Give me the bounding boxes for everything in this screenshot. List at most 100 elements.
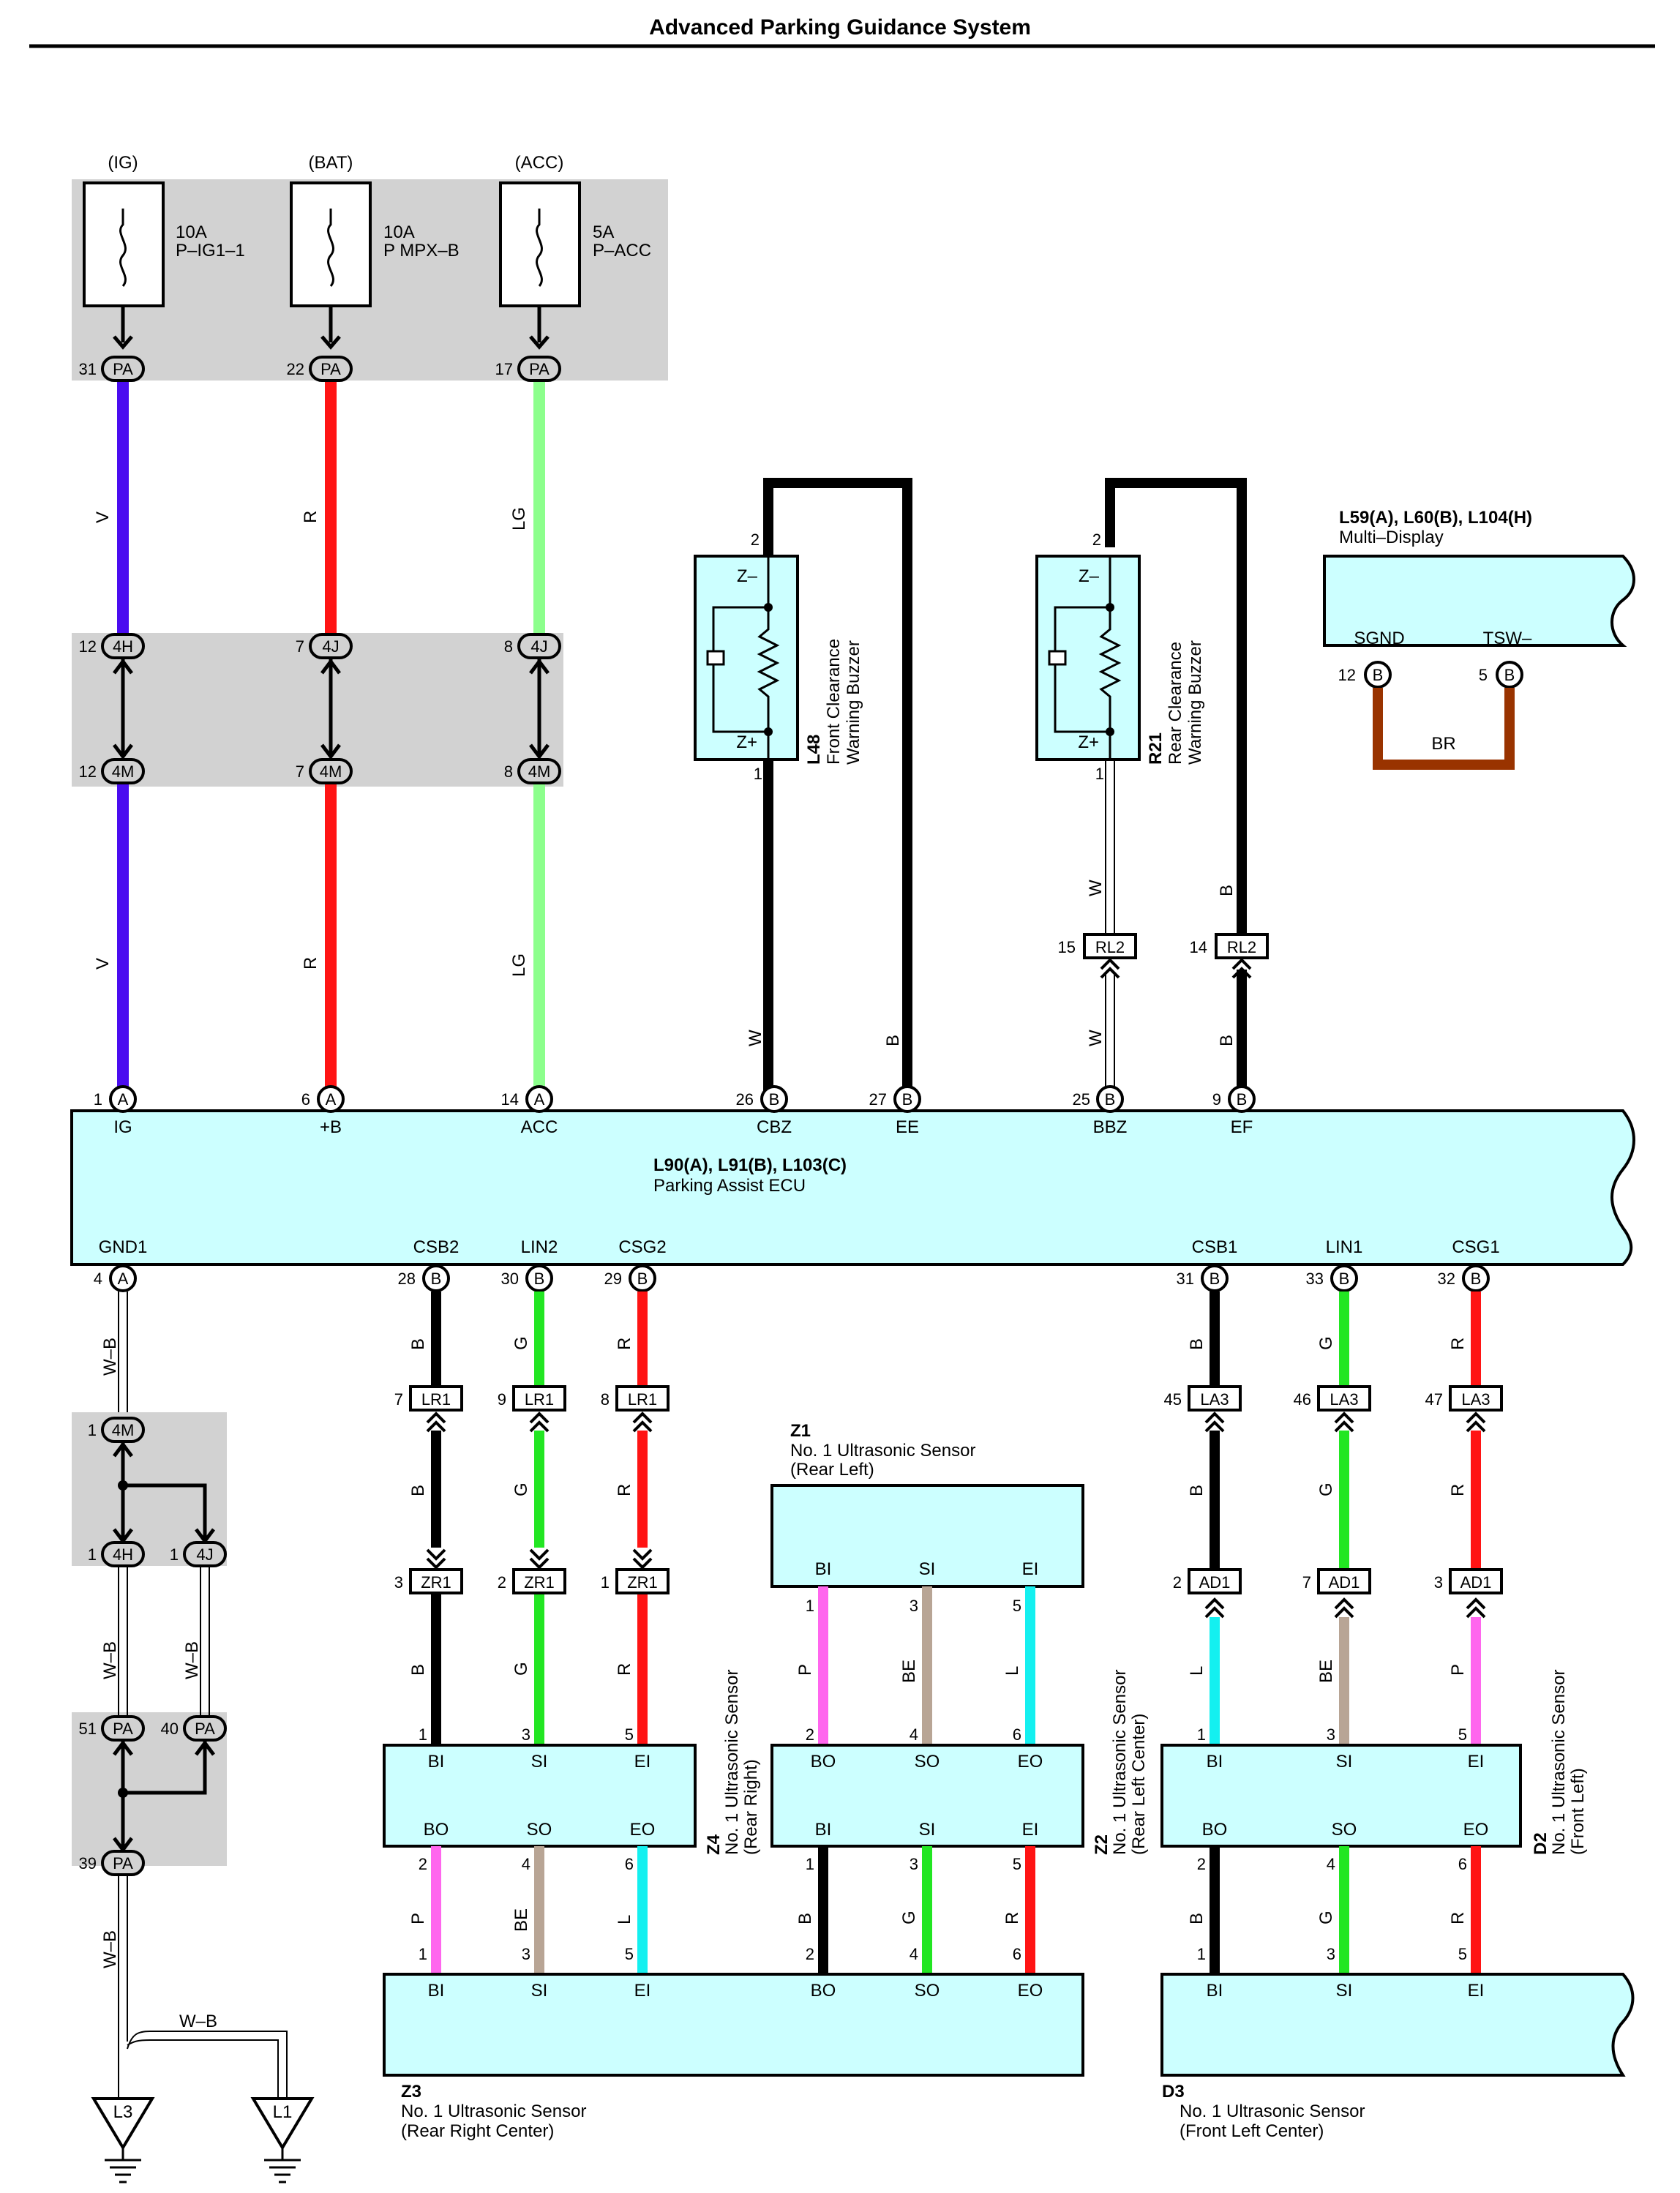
connector-box [1317, 1385, 1371, 1412]
wire-r-d2 [1471, 1846, 1481, 1974]
terminal-label: BO [811, 1752, 836, 1772]
sensor-z4: BI SI EI BO SO EO Z4 No. 1 Ultrasonic Se… [383, 1670, 761, 1855]
connector-circle [109, 1085, 137, 1113]
buzzer-r21: 2 Z– Z+ 1 R21 Rear Clearance Warning Buz… [1035, 531, 1205, 783]
wire-label: G [511, 1662, 531, 1676]
multi-display: L59(A), L60(B), L104(H) Multi–Display SG… [1323, 508, 1635, 770]
ecu-terminal-cbz: 26 B CBZ [736, 1085, 792, 1137]
connector-code: ZR1 [421, 1573, 451, 1592]
ground-id: L3 [113, 2102, 133, 2122]
wire-b-rear-lower [1237, 970, 1247, 1098]
fuse-ig: (IG) 10A P–IG1–1 [83, 153, 245, 307]
chevron-icon [529, 1548, 550, 1570]
wire-label: L [615, 1915, 634, 1924]
connector-box [1215, 933, 1269, 959]
terminal-label: BI [815, 1820, 832, 1840]
connector-pill [101, 1850, 145, 1876]
connector-pill [101, 1541, 145, 1567]
wire-label: L [1002, 1666, 1022, 1676]
node-dot [1106, 727, 1114, 736]
wire-label: R [1448, 1912, 1468, 1924]
connector-code: B [1471, 1270, 1482, 1288]
pin-number: 3 [394, 1573, 403, 1592]
buzzer-terminal: Z+ [736, 732, 757, 752]
wire-label: V [93, 511, 113, 523]
pin-number: 3 [1327, 1945, 1335, 1963]
wire-g-lr1 [534, 1431, 544, 1548]
sensor-box [1160, 1973, 1635, 2077]
wire-label: W [746, 1030, 765, 1046]
ecu-name: Parking Assist ECU [653, 1176, 806, 1196]
terminal-label: BI [428, 1981, 445, 2001]
connector-code: ZR1 [524, 1573, 555, 1592]
wire-be-ad1 [1339, 1617, 1349, 1745]
connector-code: LA3 [1461, 1390, 1490, 1409]
component-id: L48 [804, 735, 824, 765]
connector-pa-17: 17 PA [495, 356, 561, 382]
terminal-label: BBZ [1093, 1117, 1128, 1137]
buzzer-element [1048, 650, 1067, 666]
connector-code: 4H [113, 1545, 133, 1564]
ecu-terminal-lin1: LIN1 33 B [1306, 1237, 1363, 1292]
ground-l1: L1 [250, 2097, 315, 2183]
connector-circle [893, 1085, 921, 1113]
chevron-icon [1204, 1597, 1225, 1619]
pin-number: 2 [806, 1945, 814, 1963]
connector-code: RL2 [1227, 938, 1256, 956]
terminal-label: SO [915, 1981, 940, 2001]
terminal-label: EI [634, 1981, 651, 2001]
wire-b-buzzer-rear [1105, 478, 1247, 940]
pin-number: 2 [1197, 1855, 1206, 1873]
wire-label: P [795, 1664, 815, 1676]
connector-code: 4M [112, 762, 135, 781]
component-name: No. 1 Ultrasonic Sensor [722, 1670, 742, 1855]
pin-number: 6 [1013, 1945, 1021, 1963]
wire-label: W–B [100, 1641, 120, 1679]
connector-code: B [1504, 666, 1515, 684]
terminal-label: LIN1 [1326, 1237, 1363, 1257]
pin-number: 8 [601, 1390, 610, 1409]
pin-number: 26 [736, 1090, 754, 1109]
component-id: Z1 [790, 1421, 811, 1441]
pin-number: 2 [806, 1725, 814, 1744]
connector-pa-51: 51 PA [79, 1715, 145, 1742]
component-name: Warning Buzzer [1185, 640, 1205, 765]
wire-label: W [1086, 1030, 1106, 1046]
pin-number: 4 [1327, 1855, 1335, 1873]
wire-r-1 [325, 379, 337, 642]
connector-pill [309, 758, 353, 784]
terminal-label: SI [1336, 1981, 1353, 2001]
wire-label: BE [899, 1660, 919, 1683]
pin-number: 8 [504, 762, 513, 781]
pin-number: 4 [910, 1725, 918, 1744]
component-name: No. 1 Ultrasonic Sensor [1549, 1670, 1569, 1855]
pin-number: 39 [79, 1854, 97, 1873]
ecu-terminal-acc: 14 A ACC [501, 1085, 558, 1137]
component-name: Warning Buzzer [844, 640, 863, 765]
connector-code: LA3 [1200, 1390, 1229, 1409]
connector-code: AD1 [1199, 1573, 1231, 1592]
terminal-label: SI [919, 1559, 936, 1579]
ecu-terminal-ee: 27 B EE [869, 1085, 921, 1137]
pin-number: 12 [79, 762, 97, 781]
wire-label: B [408, 1338, 428, 1350]
connector-code: 4M [528, 762, 551, 781]
pin-number: 28 [398, 1270, 416, 1288]
wire-l-z4 [637, 1846, 648, 1974]
terminal-label: SGND [1354, 629, 1404, 648]
fuse-acc: (ACC) 5A P–ACC [499, 153, 651, 307]
chevron-icon [632, 1412, 653, 1433]
wire-r-lr1 [637, 1431, 648, 1548]
terminal-label: EO [1463, 1820, 1489, 1840]
pin-number: 3 [1434, 1573, 1443, 1592]
node-dot [764, 727, 773, 736]
pin-number: 14 [501, 1090, 519, 1109]
connector-code: 4J [530, 637, 547, 656]
ecu-terminal-csb1: CSB1 31 B [1177, 1237, 1238, 1292]
fuse-rating: 10A [176, 222, 207, 242]
fuse-icon [327, 209, 334, 287]
terminal-label: CSB1 [1192, 1237, 1238, 1257]
pin-number: 47 [1425, 1390, 1443, 1409]
ground-triangle [250, 2097, 315, 2151]
terminal-label: EI [634, 1752, 651, 1772]
